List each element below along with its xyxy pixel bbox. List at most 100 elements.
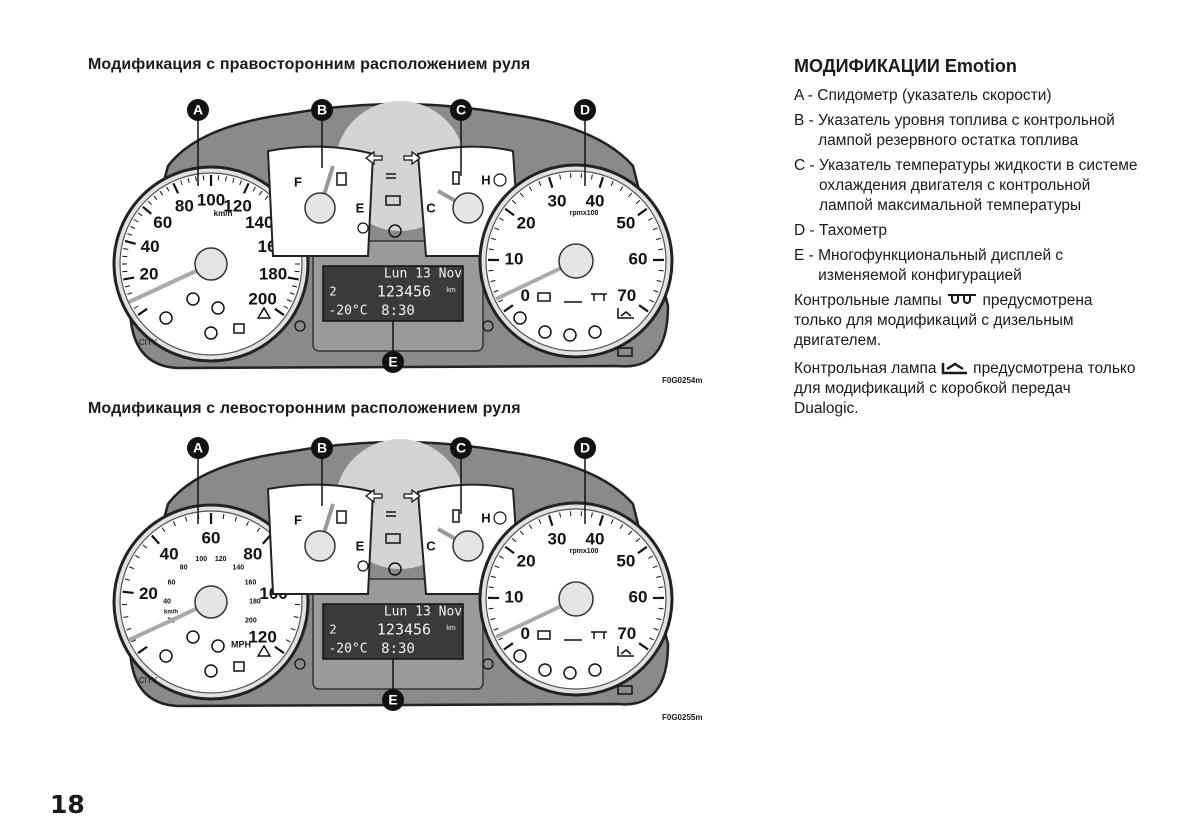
dial-tick: [652, 565, 658, 569]
dial-label: 20: [517, 214, 536, 233]
dial-tick: [628, 530, 633, 536]
city-label: CITY: [139, 338, 158, 347]
callout-label: A: [193, 102, 203, 118]
tacho-hub: [558, 243, 594, 279]
callout-label: C: [456, 440, 466, 456]
dial-minor-label: 120: [215, 556, 227, 563]
speed-unit: MPH: [231, 639, 251, 649]
dial-label: 10: [505, 250, 524, 269]
dial-tick: [124, 578, 130, 581]
legend-item: D - Тахометр: [794, 221, 1139, 241]
dial-tick: [124, 285, 130, 288]
legend-description: Указатель уровня топлива с кон­трольной …: [818, 112, 1115, 149]
figure-2-title: Модификация с левосторонним расположение…: [88, 400, 521, 417]
dial-label: 40: [160, 544, 179, 563]
legend-item: B - Указатель уровня топлива с кон­троль…: [794, 111, 1139, 151]
dial-minor-label: 60: [168, 579, 176, 586]
fuel-empty-label: E: [356, 200, 365, 215]
dial-tick: [137, 645, 148, 654]
legend-letter: A -: [794, 87, 818, 104]
hazard-warning-icon: [256, 306, 272, 319]
dial-tick: [488, 607, 494, 610]
dial-tick: [129, 566, 135, 570]
callout-marker: [450, 437, 472, 459]
dial-label: 50: [616, 552, 635, 571]
sidelights-icon: [386, 511, 396, 517]
glow-plug-note-before: Контрольные лампы: [794, 292, 942, 309]
dial-label: 60: [629, 588, 648, 607]
callout-marker: [574, 99, 596, 121]
rear-defrost-icon: [617, 347, 633, 357]
dial-tick: [503, 642, 514, 651]
dial-label: 20: [139, 264, 158, 283]
dial-label: 40: [141, 237, 160, 256]
fuel-reserve-lamp: [357, 560, 369, 572]
dial-tick: [559, 512, 562, 518]
fuel-pump-icon: [336, 510, 347, 524]
dial-tick: [123, 276, 135, 281]
steering-warning-icon: [204, 664, 218, 678]
dial-label: 120: [248, 628, 276, 647]
sidelights-icon: [386, 173, 396, 179]
fuel-full-label: F: [294, 512, 302, 527]
dial-tick: [131, 639, 137, 643]
dial-tick: [488, 586, 494, 589]
dial-tick: [256, 527, 261, 533]
dial-tick: [610, 519, 614, 524]
low-beam-icon: [385, 195, 401, 206]
fog-light-icon: [388, 562, 402, 576]
brake-warning-icon: [211, 639, 225, 653]
dial-tick: [246, 521, 250, 527]
dial-label: 120: [223, 196, 251, 215]
legend-heading: МОДИФИКАЦИИ Emotion: [794, 56, 1017, 76]
dial-tick: [497, 637, 503, 641]
dial-tick: [648, 217, 653, 221]
glow-indicator-icon: [538, 663, 552, 677]
callout-marker: [574, 437, 596, 459]
dial-label: 40: [586, 529, 605, 548]
glow-plug-icon: [591, 293, 607, 301]
speed-unit: km/h: [214, 209, 233, 218]
door-open-icon: [233, 323, 245, 334]
dial-tick: [656, 575, 662, 579]
low-beam-icon: [385, 533, 401, 544]
callout-label: E: [388, 692, 397, 708]
dial-tick: [123, 248, 129, 250]
hazard-warning-icon: [256, 644, 272, 657]
fog-light-icon: [388, 224, 402, 238]
dial-tick: [499, 217, 504, 221]
dial-tick: [649, 637, 655, 641]
glow-indicator-icon: [538, 325, 552, 339]
dial-tick: [195, 176, 197, 182]
rear-defrost-icon: [617, 685, 633, 695]
dial-tick: [497, 299, 503, 303]
steering-warning-icon: [204, 326, 218, 340]
dial-tick: [180, 180, 183, 186]
dial-label: 50: [616, 214, 635, 233]
alert-icon: [159, 311, 173, 325]
dial-tick: [494, 227, 500, 231]
speed-hub: [194, 247, 228, 281]
front-fog-icon: [294, 658, 306, 670]
dial-tick: [619, 524, 624, 529]
dial-tick: [648, 555, 653, 559]
turn-right-icon: [403, 150, 421, 166]
dial-tick: [122, 590, 134, 595]
temp-hub: [452, 192, 484, 224]
dial-tick: [528, 186, 533, 191]
dial-tick: [285, 639, 291, 643]
dial-label: 0: [520, 624, 529, 643]
dial-tick: [292, 285, 298, 288]
fuel-reserve-lamp: [357, 222, 369, 234]
dial-tick: [286, 299, 292, 303]
legend-letter: B -: [794, 112, 819, 129]
dial-tick: [658, 248, 664, 251]
callout-label: A: [193, 440, 203, 456]
legend-description: Спидометр (указатель скорости): [817, 87, 1052, 104]
fuel-pump-icon: [336, 172, 347, 186]
front-fog-icon: [294, 320, 306, 332]
dial-label: 30: [548, 191, 567, 210]
tacho-unit: rpmx100: [570, 210, 599, 217]
